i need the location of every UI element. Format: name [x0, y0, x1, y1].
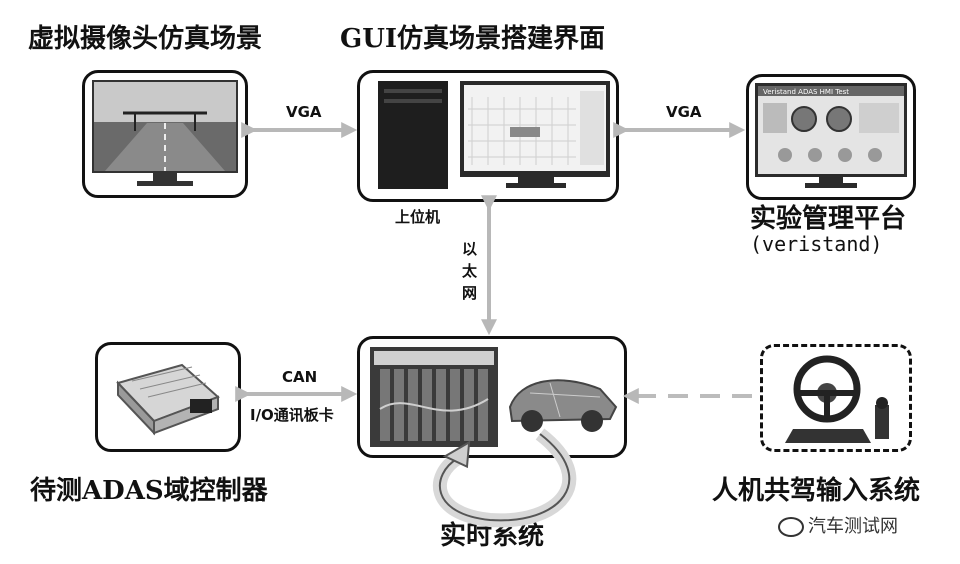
realtime-loop-outline — [438, 433, 571, 522]
io-card-label: I/O通讯板卡 — [250, 406, 334, 424]
vga-right-label: VGA — [666, 103, 702, 121]
veristand-screen-title: Veristand ADAS HMI Test — [763, 88, 849, 96]
exp-mgmt-sublabel: (veristand) — [750, 232, 883, 256]
watermark: 汽车测试网 — [778, 512, 898, 538]
ethernet-char-3: 网 — [462, 284, 478, 302]
gui-sim-node — [357, 70, 619, 202]
host-pc-label: 上位机 — [395, 208, 441, 226]
camera-sim-node — [82, 70, 248, 198]
watermark-text: 汽车测试网 — [808, 516, 898, 537]
adas-ecu-title: 待测ADAS域控制器 — [30, 476, 268, 506]
steering-wheel-icon — [785, 355, 889, 443]
ethernet-label: 以 太 网 — [462, 238, 477, 304]
can-label: CAN — [282, 368, 318, 386]
ethernet-char-1: 以 — [462, 240, 478, 258]
ethernet-char-2: 太 — [462, 262, 478, 280]
host-pc-icon — [378, 81, 610, 189]
hmi-input-node — [760, 344, 912, 452]
exp-mgmt-node: Veristand ADAS HMI Test — [746, 74, 916, 200]
realtime-loop-arrowhead — [442, 440, 471, 469]
gui-sim-title: GUI仿真场景搭建界面 — [340, 24, 606, 54]
realtime-node — [357, 336, 627, 458]
road-monitor-icon — [92, 80, 238, 186]
exp-mgmt-title: 实验管理平台 — [750, 204, 907, 234]
hmi-input-title: 人机共驾输入系统 — [712, 476, 921, 506]
wechat-icon — [778, 517, 804, 537]
ecu-icon — [116, 363, 220, 436]
realtime-rig-icon — [370, 347, 618, 447]
camera-sim-title: 虚拟摄像头仿真场景 — [28, 24, 263, 54]
veristand-monitor-icon: Veristand ADAS HMI Test — [755, 83, 907, 188]
vga-left-label: VGA — [286, 103, 322, 121]
